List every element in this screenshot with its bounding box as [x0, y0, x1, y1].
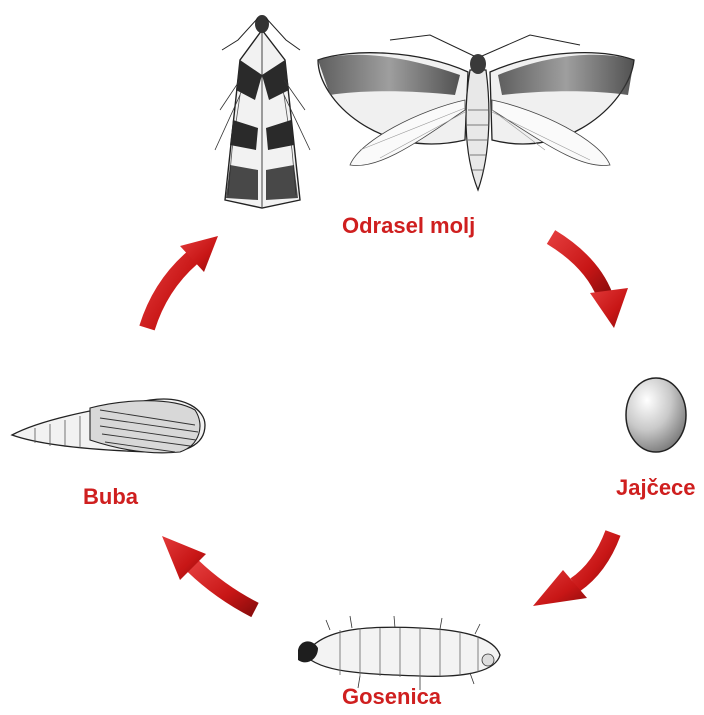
arrow-egg-to-larva — [533, 533, 613, 606]
arrow-larva-to-pupa — [162, 536, 255, 610]
arrow-pupa-to-adult — [147, 236, 218, 328]
egg-illustration — [626, 378, 686, 452]
folded-moth-illustration — [215, 15, 310, 208]
pupa-illustration — [12, 399, 205, 453]
stage-label-egg: Jajčece — [616, 475, 696, 501]
stage-label-pupa: Buba — [83, 484, 138, 510]
stage-label-larva: Gosenica — [342, 684, 441, 710]
arrow-adult-to-egg — [551, 237, 628, 328]
larva-illustration — [298, 616, 500, 690]
spread-moth-illustration — [318, 35, 634, 190]
stage-label-adult: Odrasel molj — [342, 213, 475, 239]
